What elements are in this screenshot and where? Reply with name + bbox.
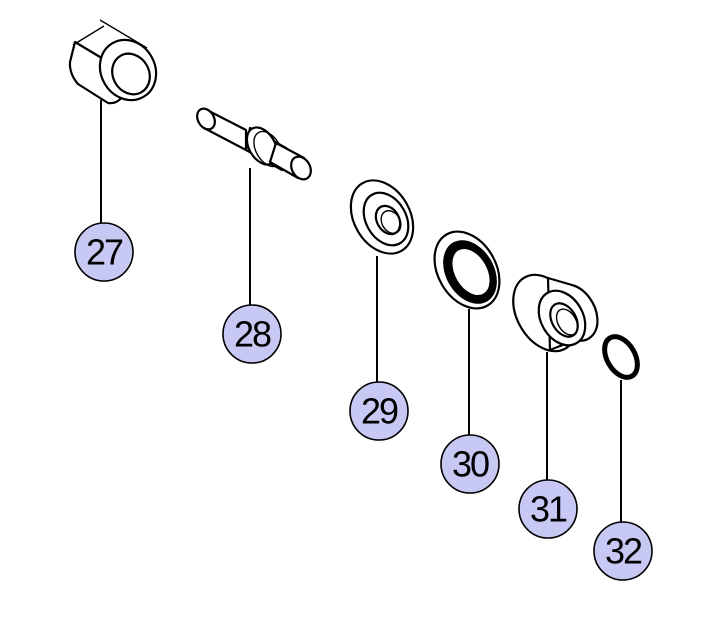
part-30-seal-ring (433, 230, 501, 310)
callout-label-29: 29 (361, 391, 398, 432)
callout-29: 29 (349, 381, 409, 441)
part-28-stepped-pin (196, 107, 312, 181)
callout-label-28: 28 (234, 314, 271, 355)
callout-28: 28 (222, 304, 282, 364)
callout-label-32: 32 (605, 531, 642, 572)
part-29-flanged-washer (349, 179, 415, 255)
callout-label-31: 31 (530, 489, 567, 530)
callout-label-27: 27 (86, 232, 123, 273)
callout-27: 27 (74, 222, 134, 282)
part-31-flanged-bushing (512, 273, 599, 353)
callout-31: 31 (518, 479, 578, 539)
callout-label-30: 30 (452, 444, 489, 485)
callout-30: 30 (440, 434, 500, 494)
part-27-sleeve-bushing (68, 19, 158, 105)
part-32-o-ring (602, 334, 640, 380)
callout-32: 32 (593, 521, 653, 581)
